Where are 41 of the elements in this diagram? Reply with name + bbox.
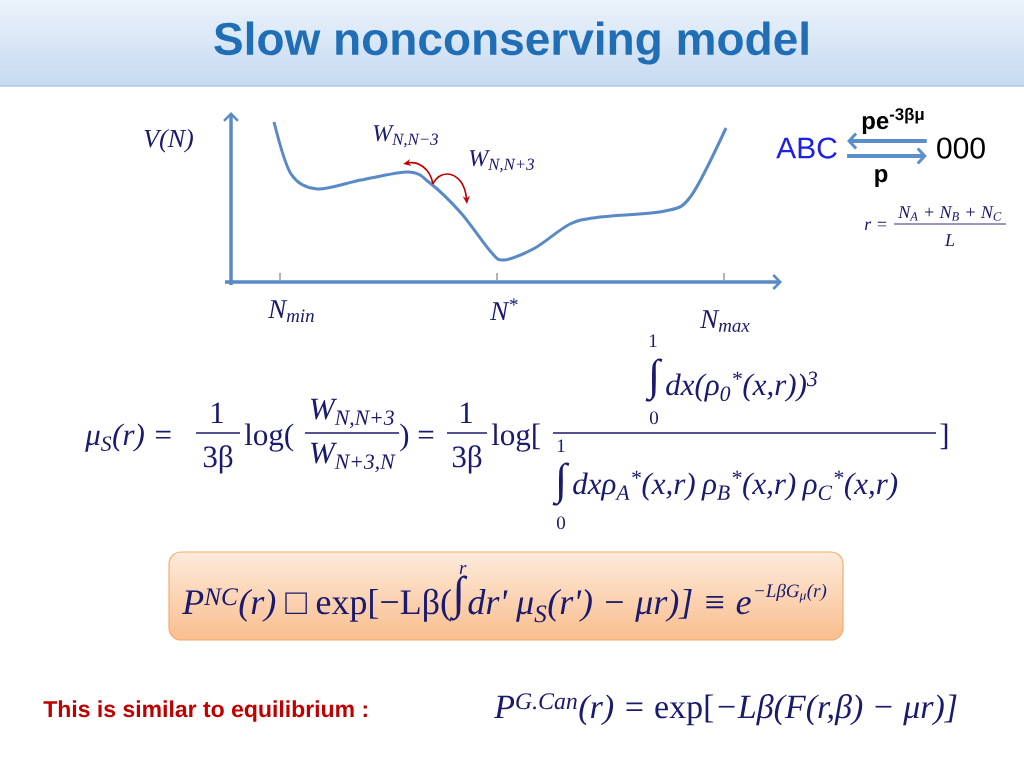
- tick-label: N$_{min}$: [268, 300, 314, 322]
- arrow: [847, 147, 927, 165]
- tick-label: N$_{max}$: [700, 310, 750, 332]
- equation: log(: [244, 423, 294, 452]
- fraction-denominator: ρ$_{C}$$^{*}$(x,r): [801, 470, 898, 501]
- integral-sign: ∫: [552, 462, 570, 506]
- equation: μ$_{S}$(r) =: [85, 423, 171, 452]
- rate-label: W$_{N,N−3}$: [373, 125, 438, 148]
- fraction-numerator: dx(ρ$_{0}$$^{*}$(x,r))$^{3}$: [666, 371, 817, 402]
- equation: ]: [940, 423, 948, 450]
- integral-limit: 1: [557, 439, 565, 452]
- state-label: ABC: [776, 137, 837, 159]
- edge-label: pe$^{-3βμ}$: [860, 106, 927, 135]
- integral-limit: 0: [557, 516, 566, 530]
- fraction-denominator: L: [944, 234, 955, 246]
- integral-limit: 0: [650, 411, 659, 425]
- fraction-denominator: 3β: [203, 445, 233, 474]
- state-label: 000: [937, 137, 985, 159]
- fraction-denominator: W$_{N+3,N}$: [310, 442, 396, 473]
- rate-label: W$_{N,N+3}$: [469, 150, 534, 173]
- fraction-numerator: N$_{A}$ + N$_{B}$ + N$_{C}$: [898, 206, 1002, 221]
- equation: log[: [491, 423, 541, 452]
- equation: exp[: [655, 694, 714, 726]
- equation: −Lβ(F(r,β) − μr)]: [718, 694, 957, 726]
- integral-limit: 1: [649, 334, 657, 347]
- integral-sign: ∫: [645, 358, 663, 402]
- formula-text: r =: [864, 221, 887, 230]
- fraction-denominator: 3β: [452, 445, 482, 474]
- equation: ) =: [400, 423, 434, 452]
- fraction-denominator: dxρ$_{A}$$^{*}$(x,r): [573, 470, 695, 501]
- tick-label: N$^{*}$: [490, 298, 518, 320]
- fraction-denominator: ρ$_{B}$$^{*}$(x,r): [701, 470, 796, 501]
- fraction-numerator: W$_{N,N+3}$: [310, 398, 394, 429]
- edge-label: p: [872, 168, 890, 188]
- equation: P$^{G.Can}$(r) =: [494, 693, 643, 726]
- axis-label: V(N): [144, 128, 193, 153]
- fraction-numerator: 1: [461, 402, 472, 423]
- fraction-numerator: 1: [212, 402, 223, 423]
- note-text: This is similar to equilibrium :: [43, 700, 367, 722]
- title: Slow nonconserving model: [214, 21, 808, 65]
- arrow: [847, 132, 927, 150]
